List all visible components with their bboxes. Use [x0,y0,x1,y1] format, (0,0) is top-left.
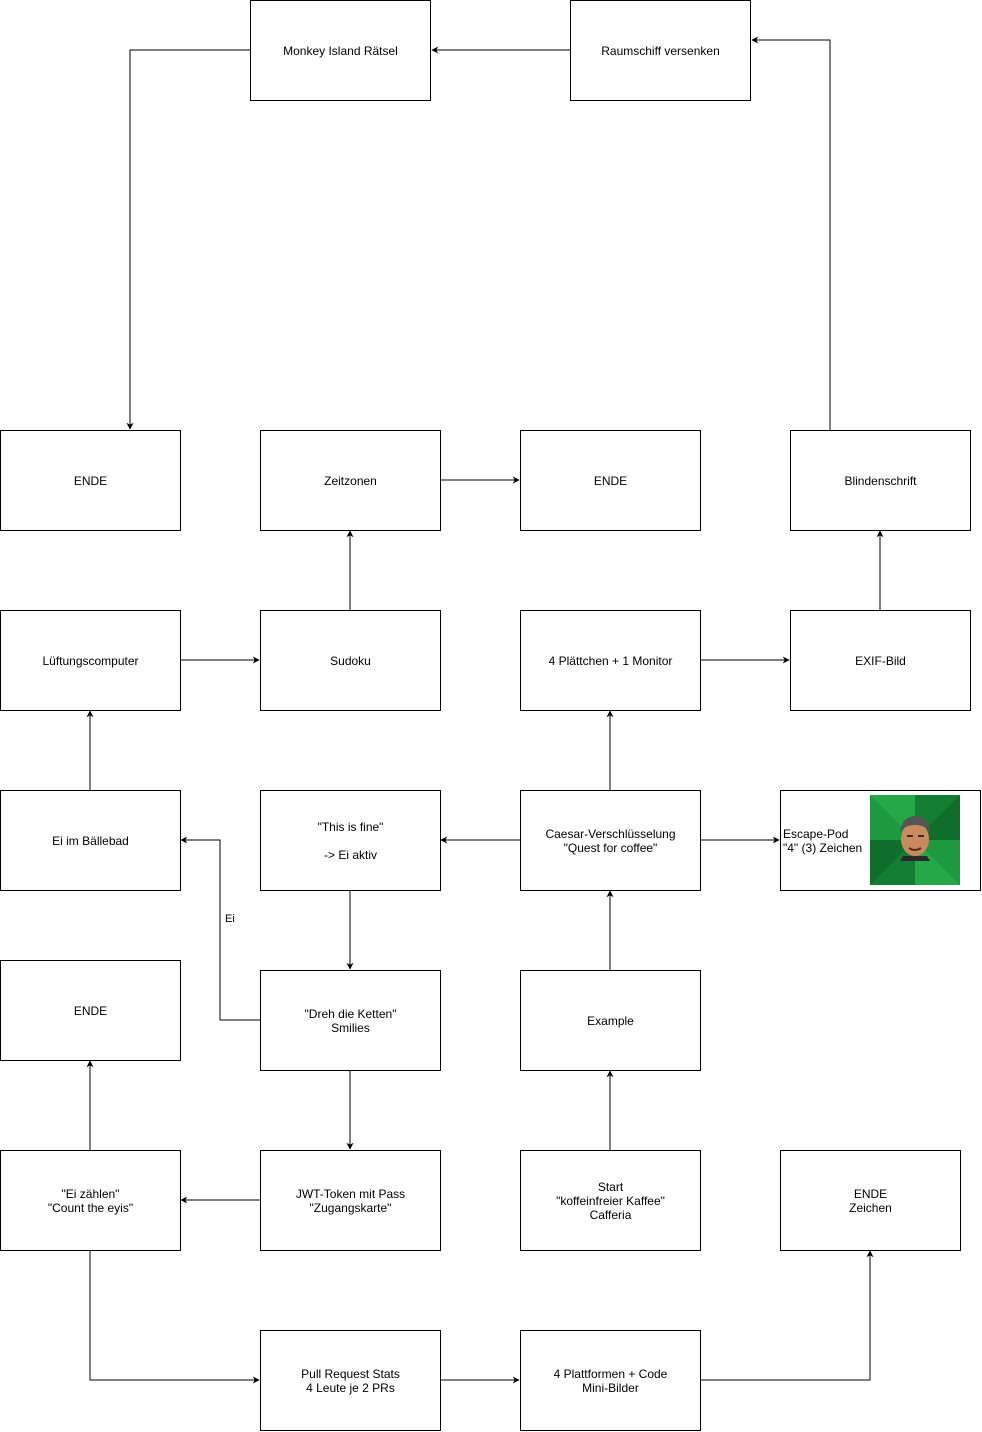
node-caesar[interactable]: Caesar-Verschlüsselung "Quest for coffee… [520,790,701,891]
node-ende-3[interactable]: ENDE [0,960,181,1061]
node-label: JWT-Token mit Pass "Zugangskarte" [295,1186,406,1215]
node-label: "This is fine" -> Ei aktiv [317,819,384,862]
node-start[interactable]: Start "koffeinfreier Kaffee" Cafferia [520,1150,701,1251]
node-label: 4 Plattformen + Code Mini-Bilder [553,1366,668,1395]
node-sudoku[interactable]: Sudoku [260,610,441,711]
meme-face-icon [870,795,960,885]
node-lueftungscomputer[interactable]: Lüftungscomputer [0,610,181,711]
node-raumschiff-versenken[interactable]: Raumschiff versenken [570,0,751,101]
node-label: 4 Plättchen + 1 Monitor [548,653,673,668]
node-label: Raumschiff versenken [601,43,720,58]
node-example[interactable]: Example [520,970,701,1071]
node-exif-bild[interactable]: EXIF-Bild [790,610,971,711]
node-monkey-island[interactable]: Monkey Island Rätsel [250,0,431,101]
node-label: ENDE [593,473,628,488]
node-dreh-die-ketten[interactable]: "Dreh die Ketten" Smilies [260,970,441,1071]
node-label: Escape-Pod "4" (3) Zeichen [783,827,863,855]
node-label: Monkey Island Rätsel [283,43,398,58]
edge-dreh-ballebad [180,836,260,1021]
node-label: EXIF-Bild [855,653,906,668]
node-label: Lüftungscomputer [42,653,139,668]
node-label: ENDE [73,1003,108,1018]
node-label: Blindenschrift [844,473,917,488]
node-zeitzonen[interactable]: Zeitzonen [260,430,441,531]
node-ei-zaehlen[interactable]: "Ei zählen" "Count the eyis" [0,1150,181,1251]
edge-eizaehlen-pullrequest [89,1250,260,1384]
node-label: "Ei zählen" "Count the eyis" [47,1186,134,1215]
edge-plattformen-endezeichen [700,1250,874,1381]
node-label: Ei im Bällebad [52,833,129,848]
node-label: Example [587,1013,634,1028]
node-this-is-fine[interactable]: "This is fine" -> Ei aktiv [260,790,441,891]
edge-label-ei: Ei [225,913,235,925]
edge-blindenschrift-raumschiff [751,36,831,430]
node-label: "Dreh die Ketten" Smilies [304,1006,397,1035]
node-label: Pull Request Stats 4 Leute je 2 PRs [301,1366,400,1395]
node-label: Sudoku [330,653,371,668]
node-ende-1[interactable]: ENDE [0,430,181,531]
node-pull-request-stats[interactable]: Pull Request Stats 4 Leute je 2 PRs [260,1330,441,1431]
node-plaettchen-monitor[interactable]: 4 Plättchen + 1 Monitor [520,610,701,711]
node-label: Zeitzonen [324,473,377,488]
node-blindenschrift[interactable]: Blindenschrift [790,430,971,531]
node-ei-im-baellebad[interactable]: Ei im Bällebad [0,790,181,891]
node-label: ENDE [73,473,108,488]
node-ende-zeichen[interactable]: ENDE Zeichen [780,1150,961,1251]
node-plattformen-code[interactable]: 4 Plattformen + Code Mini-Bilder [520,1330,701,1431]
edge-monkey-ende [126,49,250,430]
node-escape-pod[interactable]: Escape-Pod "4" (3) Zeichen [780,790,981,891]
node-label: Start "koffeinfreier Kaffee" Cafferia [556,1179,665,1222]
node-ende-2[interactable]: ENDE [520,430,701,531]
node-jwt-token[interactable]: JWT-Token mit Pass "Zugangskarte" [260,1150,441,1251]
node-label: ENDE Zeichen [849,1186,892,1215]
node-label: Caesar-Verschlüsselung "Quest for coffee… [545,826,676,855]
